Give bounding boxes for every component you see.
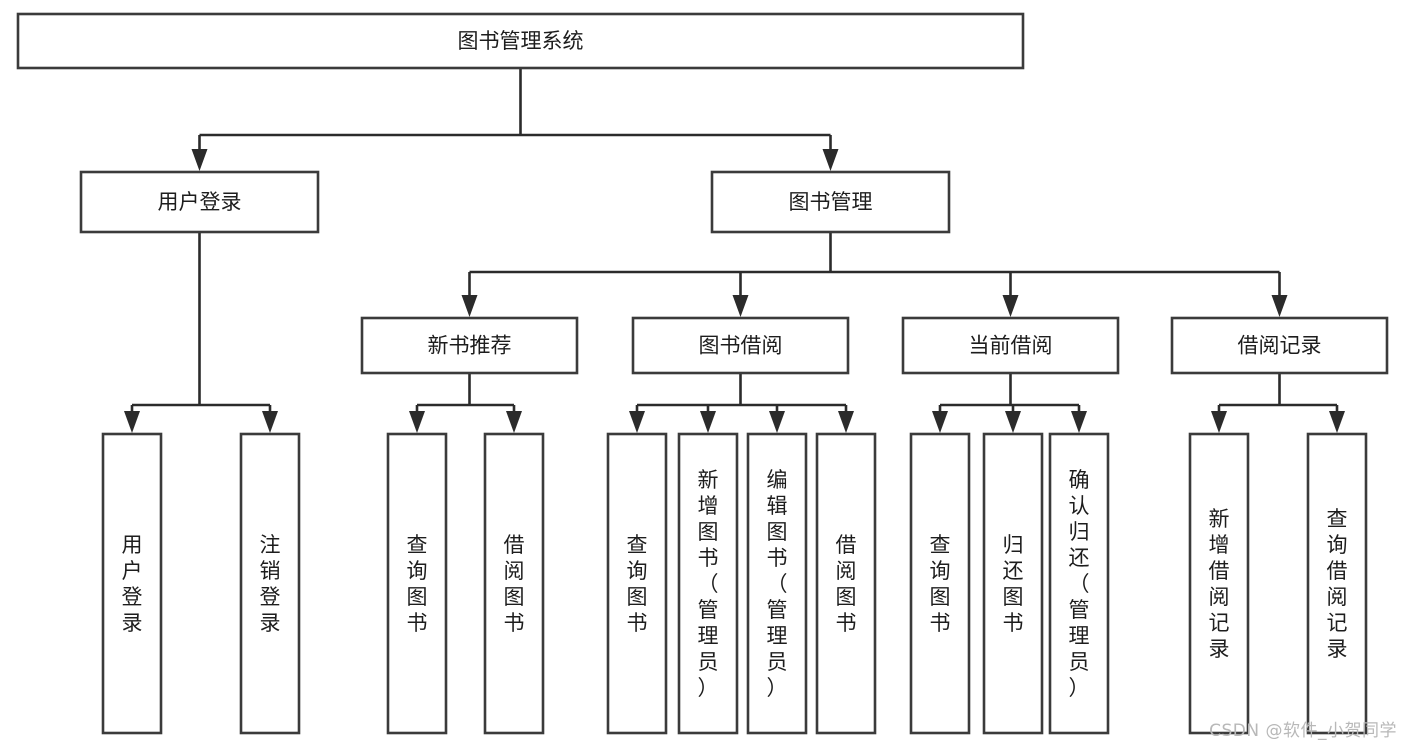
arrow-head-leaf-user-login — [124, 411, 140, 433]
node-label-leaf-return-book: 归还图书 — [1003, 533, 1024, 635]
node-label-borrow-record: 借阅记录 — [1238, 334, 1322, 358]
node-label-leaf-edit-book: 编辑图书（管理员） — [767, 468, 788, 700]
arrow-head-leaf-user-logout — [262, 411, 278, 433]
node-label-leaf-add-record: 新增借阅记录 — [1209, 507, 1230, 661]
node-box-borrow-record[interactable] — [1170, 316, 1389, 375]
node-leaf-borrow-book[interactable]: 借阅图书 — [815, 432, 877, 735]
arrow-head-leaf-query-record — [1329, 411, 1345, 433]
arrow-head-leaf-confirm-return — [1071, 411, 1087, 433]
node-leaf-borrow-book-rec[interactable]: 借阅图书 — [483, 432, 545, 735]
arrow-head-user-login — [191, 149, 208, 171]
node-label-leaf-add-book: 新增图书（管理员） — [698, 468, 719, 700]
node-box-leaf-return-book[interactable] — [982, 432, 1044, 735]
arrow-head-current-borrow — [1002, 295, 1019, 317]
node-user-login[interactable]: 用户登录 — [79, 170, 320, 234]
node-borrow-record[interactable]: 借阅记录 — [1170, 316, 1389, 375]
arrow-head-leaf-query-book-borrow — [629, 411, 645, 433]
node-leaf-user-login[interactable]: 用户登录 — [101, 432, 163, 735]
node-book-manage[interactable]: 图书管理 — [710, 170, 951, 234]
node-box-book-manage[interactable] — [710, 170, 951, 234]
node-leaf-query-book-borrow[interactable]: 查询图书 — [606, 432, 668, 735]
node-leaf-query-record[interactable]: 查询借阅记录 — [1306, 432, 1368, 735]
node-leaf-user-logout[interactable]: 注销登录 — [239, 432, 301, 735]
node-box-new-book-recommend[interactable] — [360, 316, 579, 375]
arrow-head-borrow-record — [1271, 295, 1288, 317]
node-box-leaf-query-book-cur[interactable] — [909, 432, 971, 735]
node-box-leaf-borrow-book[interactable] — [815, 432, 877, 735]
node-label-leaf-borrow-book: 借阅图书 — [836, 533, 857, 635]
node-box-leaf-query-book-borrow[interactable] — [606, 432, 668, 735]
nodes-layer: 图书管理系统用户登录图书管理新书推荐图书借阅当前借阅借阅记录用户登录注销登录查询… — [16, 12, 1389, 735]
node-label-leaf-query-book-borrow: 查询图书 — [627, 533, 648, 635]
node-box-leaf-query-book-rec[interactable] — [386, 432, 448, 735]
node-label-leaf-query-book-rec: 查询图书 — [407, 533, 428, 635]
arrow-head-book-manage — [822, 149, 839, 171]
node-leaf-add-record[interactable]: 新增借阅记录 — [1188, 432, 1250, 735]
node-label-leaf-user-login: 用户登录 — [122, 533, 143, 635]
node-box-leaf-borrow-book-rec[interactable] — [483, 432, 545, 735]
arrow-head-leaf-borrow-book-rec — [506, 411, 522, 433]
arrow-head-leaf-edit-book — [769, 411, 785, 433]
node-label-leaf-user-logout: 注销登录 — [260, 533, 281, 635]
node-leaf-query-book-rec[interactable]: 查询图书 — [386, 432, 448, 735]
connectors-layer — [124, 68, 1345, 433]
node-box-leaf-edit-book[interactable] — [746, 432, 808, 735]
arrow-head-leaf-add-record — [1211, 411, 1227, 433]
node-book-borrow[interactable]: 图书借阅 — [631, 316, 850, 375]
node-box-root[interactable] — [16, 12, 1025, 70]
node-root[interactable]: 图书管理系统 — [16, 12, 1025, 70]
node-label-new-book-recommend: 新书推荐 — [428, 334, 512, 358]
arrow-head-book-borrow — [732, 295, 749, 317]
node-box-user-login[interactable] — [79, 170, 320, 234]
arrow-head-leaf-add-book — [700, 411, 716, 433]
node-leaf-return-book[interactable]: 归还图书 — [982, 432, 1044, 735]
arrow-head-leaf-query-book-cur — [932, 411, 948, 433]
node-label-leaf-borrow-book-rec: 借阅图书 — [504, 533, 525, 635]
arrow-head-leaf-query-book-rec — [409, 411, 425, 433]
node-label-leaf-query-book-cur: 查询图书 — [930, 533, 951, 635]
node-label-book-borrow: 图书借阅 — [699, 334, 783, 358]
node-leaf-confirm-return[interactable]: 确认归还（管理员） — [1048, 432, 1110, 735]
node-box-leaf-user-logout[interactable] — [239, 432, 301, 735]
node-label-leaf-query-record: 查询借阅记录 — [1327, 507, 1348, 661]
node-current-borrow[interactable]: 当前借阅 — [901, 316, 1120, 375]
node-leaf-query-book-cur[interactable]: 查询图书 — [909, 432, 971, 735]
node-box-current-borrow[interactable] — [901, 316, 1120, 375]
node-label-current-borrow: 当前借阅 — [969, 334, 1053, 358]
node-box-leaf-query-record[interactable] — [1306, 432, 1368, 735]
arrow-head-new-book-recommend — [461, 295, 478, 317]
node-label-book-manage: 图书管理 — [789, 190, 873, 214]
node-label-user-login: 用户登录 — [158, 190, 242, 214]
node-box-leaf-add-record[interactable] — [1188, 432, 1250, 735]
node-box-book-borrow[interactable] — [631, 316, 850, 375]
node-box-leaf-confirm-return[interactable] — [1048, 432, 1110, 735]
node-box-leaf-add-book[interactable] — [677, 432, 739, 735]
node-label-leaf-confirm-return: 确认归还（管理员） — [1069, 468, 1090, 700]
node-label-root: 图书管理系统 — [458, 29, 584, 53]
node-leaf-edit-book[interactable]: 编辑图书（管理员） — [746, 432, 808, 735]
arrow-head-leaf-borrow-book — [838, 411, 854, 433]
node-new-book-recommend[interactable]: 新书推荐 — [360, 316, 579, 375]
arrow-head-leaf-return-book — [1005, 411, 1021, 433]
node-box-leaf-user-login[interactable] — [101, 432, 163, 735]
node-leaf-add-book[interactable]: 新增图书（管理员） — [677, 432, 739, 735]
